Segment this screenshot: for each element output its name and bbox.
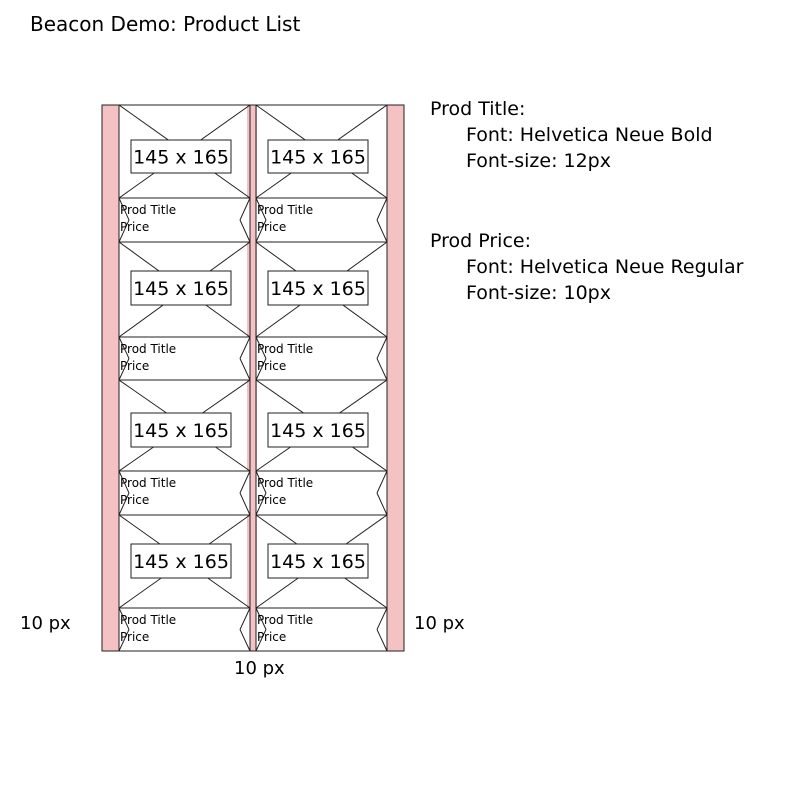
caption-box: [118, 470, 251, 516]
image-size-label: 145 x 165: [270, 278, 366, 300]
image-size-label: 145 x 165: [133, 551, 229, 573]
caption-edge-line: [376, 219, 388, 243]
product-title-label: Prod Title: [257, 476, 313, 490]
price-spec-heading: Prod Price:: [430, 230, 531, 252]
caption-edge-line: [239, 358, 251, 381]
image-size-label: 145 x 165: [270, 147, 366, 169]
image-size-box: [130, 139, 232, 174]
caption-edge-line: [118, 607, 130, 630]
caption-edge-line: [376, 358, 388, 381]
list-frame: [101, 104, 405, 652]
price-spec: Prod Price: Font: Helvetica Neue Regular…: [430, 230, 744, 304]
image-size-label: 145 x 165: [133, 420, 229, 442]
caption-edge-line: [118, 358, 130, 381]
caption-edge-line: [255, 219, 267, 243]
image-size-box: [130, 543, 232, 579]
product-title-label: Prod Title: [257, 203, 313, 217]
caption-box: [255, 607, 388, 652]
caption-edge-line: [255, 358, 267, 381]
product-price-label: Price: [257, 220, 286, 234]
caption-edge-line: [118, 629, 130, 652]
price-spec-size: Font-size: 10px: [466, 282, 611, 304]
product-price-label: Price: [120, 493, 149, 507]
image-size-box: [130, 270, 232, 306]
caption-edge-line: [239, 492, 251, 516]
caption-edge-line: [118, 470, 130, 494]
caption-box: [118, 607, 251, 652]
left-margin-band: [102, 105, 119, 651]
caption-edge-line: [239, 197, 251, 221]
caption-edge-line: [376, 492, 388, 516]
caption-edge-line: [239, 219, 251, 243]
image-size-box: [267, 412, 369, 448]
caption-edge-line: [376, 470, 388, 494]
title-spec-size: Font-size: 12px: [466, 150, 611, 172]
product-price-label: Price: [120, 359, 149, 373]
caption-box: [118, 197, 251, 243]
title-spec-font: Font: Helvetica Neue Bold: [466, 124, 713, 146]
image-size-label: 145 x 165: [133, 147, 229, 169]
caption-box: [118, 336, 251, 381]
right-margin-label: 10 px: [414, 613, 465, 634]
image-size-box: [130, 412, 232, 448]
product-price-label: Price: [120, 630, 149, 644]
center-gutter-band: [247, 105, 257, 651]
caption-edge-line: [255, 336, 267, 359]
page-title: Beacon Demo: Product List: [30, 12, 300, 36]
right-margin-band: [387, 105, 404, 651]
caption-edge-line: [239, 629, 251, 652]
image-size-box: [267, 543, 369, 579]
gutter-label: 10 px: [234, 658, 285, 679]
caption-edge-line: [118, 219, 130, 243]
caption-edge-line: [376, 197, 388, 221]
product-price-label: Price: [257, 359, 286, 373]
caption-box: [255, 197, 388, 243]
caption-edge-line: [255, 470, 267, 494]
caption-edge-line: [239, 336, 251, 359]
caption-edge-line: [239, 607, 251, 630]
caption-edge-line: [376, 629, 388, 652]
left-margin-label: 10 px: [20, 613, 71, 634]
product-title-label: Prod Title: [257, 342, 313, 356]
product-price-label: Price: [257, 493, 286, 507]
caption-edge-line: [118, 197, 130, 221]
caption-edge-line: [118, 336, 130, 359]
caption-edge-line: [118, 492, 130, 516]
caption-box: [255, 336, 388, 381]
product-title-label: Prod Title: [257, 613, 313, 627]
price-spec-font: Font: Helvetica Neue Regular: [466, 256, 744, 278]
title-spec: Prod Title: Font: Helvetica Neue Bold Fo…: [430, 98, 713, 172]
caption-edge-line: [376, 607, 388, 630]
caption-edge-line: [255, 197, 267, 221]
caption-edge-line: [239, 470, 251, 494]
image-size-label: 145 x 165: [133, 278, 229, 300]
image-size-box: [267, 139, 369, 174]
caption-box: [255, 470, 388, 516]
product-price-label: Price: [257, 630, 286, 644]
caption-edge-line: [376, 336, 388, 359]
image-size-label: 145 x 165: [270, 420, 366, 442]
image-size-label: 145 x 165: [270, 551, 366, 573]
product-price-label: Price: [120, 220, 149, 234]
image-size-box: [267, 270, 369, 306]
product-title-label: Prod Title: [120, 613, 176, 627]
product-title-label: Prod Title: [120, 342, 176, 356]
caption-edge-line: [255, 492, 267, 516]
product-title-label: Prod Title: [120, 476, 176, 490]
caption-edge-line: [255, 607, 267, 630]
product-title-label: Prod Title: [120, 203, 176, 217]
title-spec-heading: Prod Title:: [430, 98, 525, 120]
caption-edge-line: [255, 629, 267, 652]
